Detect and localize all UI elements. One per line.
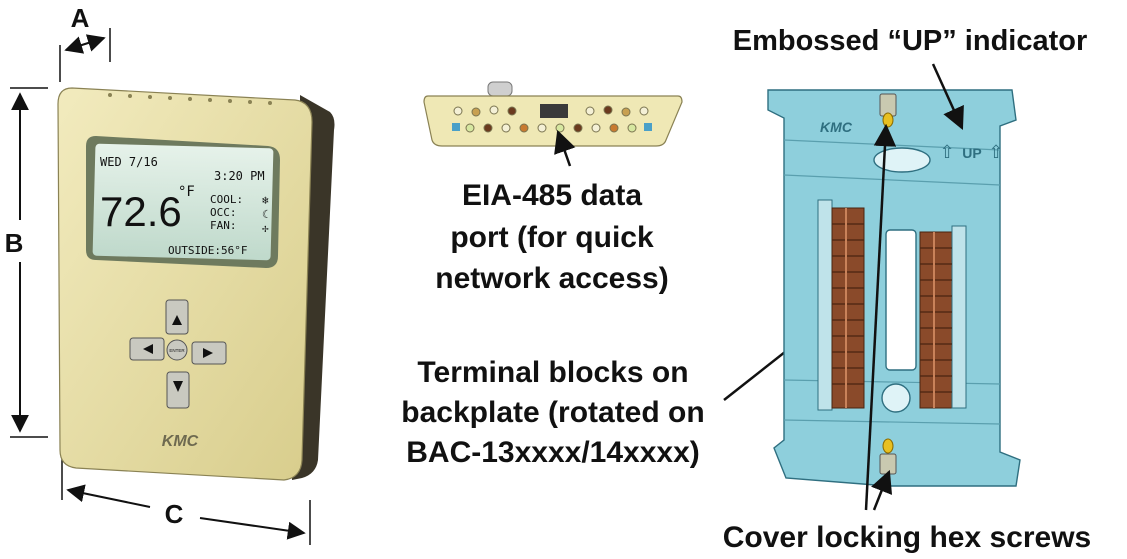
up-indicator-text: UP: [962, 145, 981, 161]
lcd-temperature: 72.6: [100, 188, 182, 235]
embossed-callout-arrow: [931, 63, 964, 131]
wire-opening: [885, 229, 917, 371]
moon-icon: ☾: [262, 208, 269, 221]
arrow-up-icon: [172, 315, 182, 325]
backplate: KMC UP ⇧ ⇧: [767, 89, 1021, 487]
screw-callout-arrow-top: [864, 123, 897, 511]
hex-screws-label: Cover locking hex screws: [723, 521, 1092, 554]
lcd-screen: WED 7/16 3:20 PM 72.6 °F COOL: OCC: FAN:…: [86, 136, 280, 268]
terminal-callout: Terminal blocks on backplate (rotated on…: [401, 356, 704, 469]
terminal-label-line1: Terminal blocks on: [417, 356, 688, 389]
eia-label-line2: port (for quick: [450, 221, 654, 254]
data-port-view: [423, 81, 683, 147]
terminal-label-line3: BAC-13xxxx/14xxxx): [406, 436, 700, 469]
dimension-a-label: A: [71, 3, 90, 33]
keypad: ENTER: [129, 299, 227, 409]
backplate-logo: KMC: [820, 119, 853, 135]
terminal-label-line2: backplate (rotated on: [401, 396, 704, 429]
up-arrow-icon: ⇧: [988, 142, 1003, 162]
thermostat-logo: KMC: [162, 433, 199, 450]
data-port-connector: [540, 104, 568, 118]
dimension-b-label: B: [5, 228, 24, 258]
lcd-outside-temp: OUTSIDE:56°F: [168, 244, 247, 257]
lcd-fan-label: FAN:: [210, 219, 237, 232]
eia-callout: EIA-485 data port (for quick network acc…: [435, 179, 668, 295]
terminal-block-left: [817, 199, 865, 411]
up-button[interactable]: [165, 299, 189, 335]
dimension-c: C: [61, 455, 311, 545]
dimension-c-label: C: [165, 499, 184, 529]
eia-callout-arrow: [554, 129, 576, 167]
port-pins: [452, 105, 652, 133]
screw-callout-arrow-bottom: [871, 469, 893, 511]
lcd-cool-label: COOL:: [210, 193, 243, 206]
left-button[interactable]: [129, 337, 165, 361]
arrow-down-icon: [173, 381, 183, 392]
snowflake-icon: ❄: [262, 194, 269, 207]
enter-button[interactable]: ENTER: [166, 339, 188, 361]
right-button[interactable]: [191, 341, 227, 365]
down-button[interactable]: [166, 371, 190, 409]
mounting-slot: [873, 147, 931, 173]
hex-screw-top: [879, 93, 897, 128]
lcd-date: WED 7/16: [100, 155, 158, 169]
terminal-block-right: [919, 225, 967, 409]
eia-label-line1: EIA-485 data: [462, 179, 642, 212]
dimension-a: A: [59, 3, 111, 82]
housing-vents: [108, 93, 272, 105]
mounting-hole: [881, 383, 911, 413]
dimension-b: B: [5, 87, 48, 438]
fan-icon: ✢: [262, 222, 269, 235]
embossed-up-label: Embossed “UP” indicator: [733, 25, 1088, 57]
lcd-temp-unit: °F: [178, 184, 195, 200]
up-arrow-icon: ⇧: [939, 142, 954, 162]
arrow-right-icon: [203, 348, 213, 358]
enter-label: ENTER: [169, 348, 185, 353]
lcd-occ-label: OCC:: [210, 206, 237, 219]
arrow-left-icon: [143, 344, 153, 354]
lcd-time: 3:20 PM: [214, 169, 265, 183]
eia-label-line3: network access): [435, 262, 668, 295]
